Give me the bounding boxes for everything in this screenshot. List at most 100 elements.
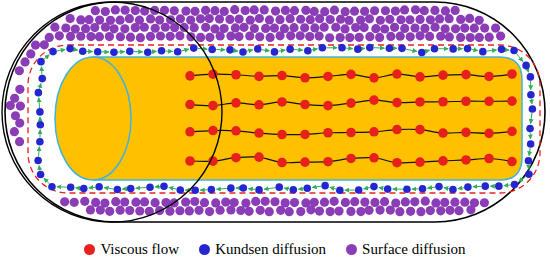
- surface-molecule: [306, 15, 315, 24]
- surface-molecule: [176, 14, 185, 23]
- surface-molecule: [320, 23, 329, 32]
- surface-molecule: [386, 205, 395, 214]
- viscous-molecule: [507, 96, 517, 106]
- surface-molecule: [111, 5, 120, 14]
- knudsen-molecule: [49, 48, 57, 56]
- surface-molecule: [231, 23, 240, 32]
- surface-molecule: [425, 32, 434, 41]
- surface-molecule: [60, 197, 69, 206]
- diffusion-arrow: [379, 187, 384, 189]
- surface-molecule: [491, 23, 500, 32]
- surface-molecule: [396, 32, 405, 41]
- surface-molecule: [146, 14, 155, 23]
- viscous-molecule: [231, 70, 241, 80]
- viscous-molecule: [392, 69, 402, 79]
- diffusion-arrow: [330, 187, 336, 189]
- viscous-molecule: [185, 71, 195, 81]
- knudsen-molecule: [481, 182, 489, 190]
- viscous-molecule: [415, 72, 425, 82]
- surface-molecule: [161, 23, 170, 32]
- surface-molecule: [444, 14, 453, 23]
- surface-molecule: [456, 15, 465, 24]
- surface-molecule: [346, 207, 355, 216]
- diffusion-arrow: [89, 187, 95, 189]
- knudsen-molecule: [271, 48, 279, 56]
- surface-molecule: [475, 33, 484, 42]
- knudsen-molecule: [510, 47, 518, 55]
- diffusion-arrow: [444, 188, 449, 189]
- legend-label: Kundsen diffusion: [215, 241, 326, 258]
- surface-molecule: [440, 198, 449, 207]
- viscous-molecule: [277, 130, 287, 140]
- diffusion-arrow: [278, 50, 285, 51]
- surface-molecule: [50, 23, 59, 32]
- viscous-molecule: [484, 96, 494, 106]
- surface-molecule: [251, 197, 260, 206]
- surface-molecule: [456, 33, 465, 42]
- diffusion-arrow: [529, 148, 530, 156]
- viscous-molecule: [415, 125, 425, 135]
- knudsen-molecule: [527, 91, 535, 99]
- knudsen-molecule: [146, 183, 154, 191]
- surface-molecule: [401, 197, 410, 206]
- surface-molecule: [15, 118, 24, 127]
- diffusion-arrow: [41, 67, 43, 75]
- surface-molecule: [270, 23, 279, 32]
- surface-molecule: [450, 198, 459, 207]
- viscous-molecule: [438, 97, 448, 107]
- surface-molecule: [186, 32, 195, 41]
- knudsen-molecule: [522, 62, 530, 70]
- knudsen-molecule: [227, 184, 235, 192]
- surface-molecule: [116, 32, 125, 41]
- surface-molecule: [275, 31, 284, 40]
- surface-molecule: [15, 137, 24, 146]
- surface-molecule: [236, 206, 245, 215]
- surface-molecule: [105, 32, 114, 41]
- surface-molecule: [385, 15, 394, 24]
- knudsen-molecule: [319, 44, 327, 52]
- surface-molecule: [135, 206, 144, 215]
- surface-molecule: [410, 197, 419, 206]
- surface-molecule: [445, 206, 454, 215]
- surface-molecule: [310, 23, 319, 32]
- surface-molecule: [445, 32, 454, 41]
- knudsen-molecule: [498, 46, 506, 54]
- surface-molecule: [95, 32, 104, 41]
- surface-molecule: [140, 23, 149, 32]
- surface-molecule: [390, 23, 399, 32]
- diffusion-arrow: [527, 69, 528, 72]
- pore-illustration: [0, 0, 550, 232]
- diffusion-arrow: [517, 54, 523, 62]
- knudsen-molecule: [37, 58, 45, 66]
- knudsen-molecule: [226, 46, 234, 54]
- knudsen-molecule: [174, 48, 182, 56]
- viscous-molecule: [231, 98, 241, 108]
- diffusion-arrow: [531, 99, 533, 104]
- surface-molecule: [415, 15, 424, 24]
- knudsen-molecule: [275, 183, 283, 191]
- diffusion-arrow: [364, 187, 370, 188]
- surface-molecule: [256, 206, 265, 215]
- diffusion-arrow: [505, 49, 509, 50]
- surface-molecule: [466, 205, 475, 214]
- legend-swatch: [346, 244, 357, 255]
- pore-wall: [5, 2, 545, 222]
- diffusion-arrow: [427, 187, 435, 189]
- viscous-molecule: [461, 128, 471, 138]
- surface-molecule: [156, 31, 165, 40]
- knudsen-molecule: [511, 181, 519, 189]
- surface-molecule: [296, 31, 305, 40]
- surface-molecule: [405, 15, 414, 24]
- knudsen-molecule: [525, 157, 533, 165]
- knudsen-molecule: [355, 186, 363, 194]
- surface-molecule: [15, 85, 24, 94]
- surface-molecule: [344, 16, 353, 25]
- surface-molecule: [66, 32, 75, 41]
- diffusion-arrow: [426, 50, 430, 51]
- surface-molecule: [375, 33, 384, 42]
- surface-molecule: [155, 16, 164, 25]
- surface-molecule: [96, 206, 105, 215]
- knudsen-molecule: [34, 157, 42, 165]
- diffusion-arrow: [471, 49, 477, 50]
- knudsen-molecule: [160, 182, 168, 190]
